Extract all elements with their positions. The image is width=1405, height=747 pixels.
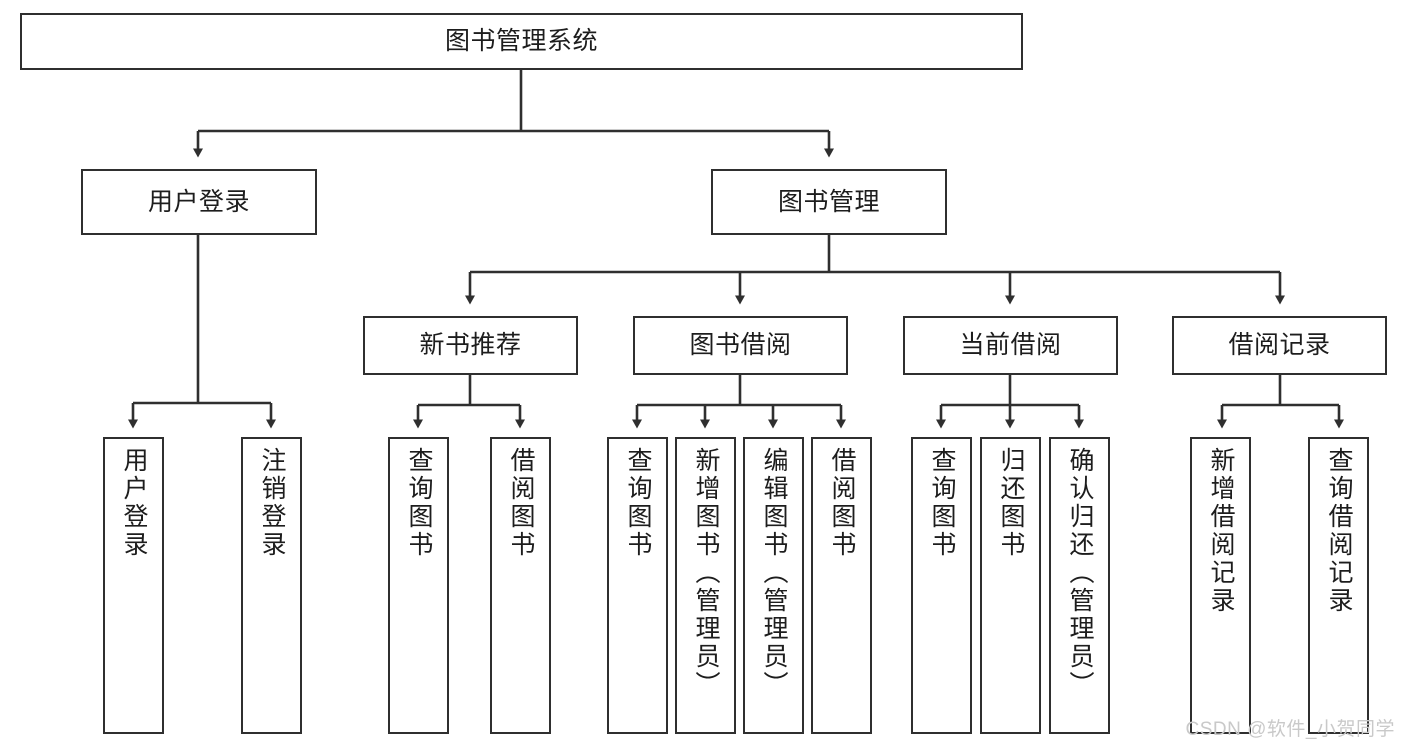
node-leaf-user-login-logout-label: 注销登录	[258, 447, 286, 559]
csdn-watermark: CSDN @软件_小贺同学	[1185, 719, 1395, 740]
node-leaf-book-borrow-add[interactable]: 新增图书（管理员）	[675, 437, 736, 734]
node-root-label: 图书管理系统	[444, 27, 598, 55]
node-borrow-records-label: 借阅记录	[1228, 331, 1331, 359]
node-leaf-current-borrow-confirm[interactable]: 确认归还（管理员）	[1049, 437, 1110, 734]
node-new-book-recommend[interactable]: 新书推荐	[363, 316, 578, 375]
node-leaf-current-borrow-return[interactable]: 归还图书	[980, 437, 1041, 734]
node-book-borrow-label: 图书借阅	[689, 331, 792, 359]
node-book-management-label: 图书管理	[777, 187, 880, 216]
node-leaf-user-login-login[interactable]: 用户登录	[103, 437, 164, 734]
node-user-login-label: 用户登录	[147, 187, 250, 216]
node-leaf-new-book-borrow-label: 借阅图书	[507, 447, 535, 559]
node-leaf-current-borrow-query[interactable]: 查询图书	[911, 437, 972, 734]
node-leaf-new-book-query-label: 查询图书	[405, 447, 433, 559]
node-new-book-recommend-label: 新书推荐	[419, 331, 522, 359]
node-leaf-book-borrow-query-label: 查询图书	[624, 447, 652, 559]
node-borrow-records[interactable]: 借阅记录	[1172, 316, 1387, 375]
node-leaf-book-borrow-borrow-label: 借阅图书	[828, 447, 856, 559]
node-leaf-borrow-records-add-label: 新增借阅记录	[1207, 447, 1235, 615]
node-leaf-book-borrow-query[interactable]: 查询图书	[607, 437, 668, 734]
node-leaf-current-borrow-confirm-label: 确认归还（管理员）	[1066, 447, 1094, 699]
node-leaf-current-borrow-query-label: 查询图书	[928, 447, 956, 559]
node-current-borrow-label: 当前借阅	[959, 331, 1062, 359]
node-leaf-book-borrow-borrow[interactable]: 借阅图书	[811, 437, 872, 734]
node-book-management[interactable]: 图书管理	[711, 169, 947, 235]
node-leaf-borrow-records-add[interactable]: 新增借阅记录	[1190, 437, 1251, 734]
node-leaf-current-borrow-return-label: 归还图书	[997, 447, 1025, 559]
node-leaf-book-borrow-add-label: 新增图书（管理员）	[692, 447, 720, 699]
node-book-borrow[interactable]: 图书借阅	[633, 316, 848, 375]
node-leaf-book-borrow-edit[interactable]: 编辑图书（管理员）	[743, 437, 804, 734]
node-leaf-new-book-query[interactable]: 查询图书	[388, 437, 449, 734]
node-leaf-new-book-borrow[interactable]: 借阅图书	[490, 437, 551, 734]
node-leaf-book-borrow-edit-label: 编辑图书（管理员）	[760, 447, 788, 699]
node-leaf-user-login-login-label: 用户登录	[120, 447, 148, 559]
node-current-borrow[interactable]: 当前借阅	[903, 316, 1118, 375]
node-root-book-management-system[interactable]: 图书管理系统	[20, 13, 1023, 70]
node-leaf-borrow-records-query-label: 查询借阅记录	[1325, 447, 1353, 615]
node-leaf-borrow-records-query[interactable]: 查询借阅记录	[1308, 437, 1369, 734]
node-user-login[interactable]: 用户登录	[81, 169, 317, 235]
node-leaf-user-login-logout[interactable]: 注销登录	[241, 437, 302, 734]
